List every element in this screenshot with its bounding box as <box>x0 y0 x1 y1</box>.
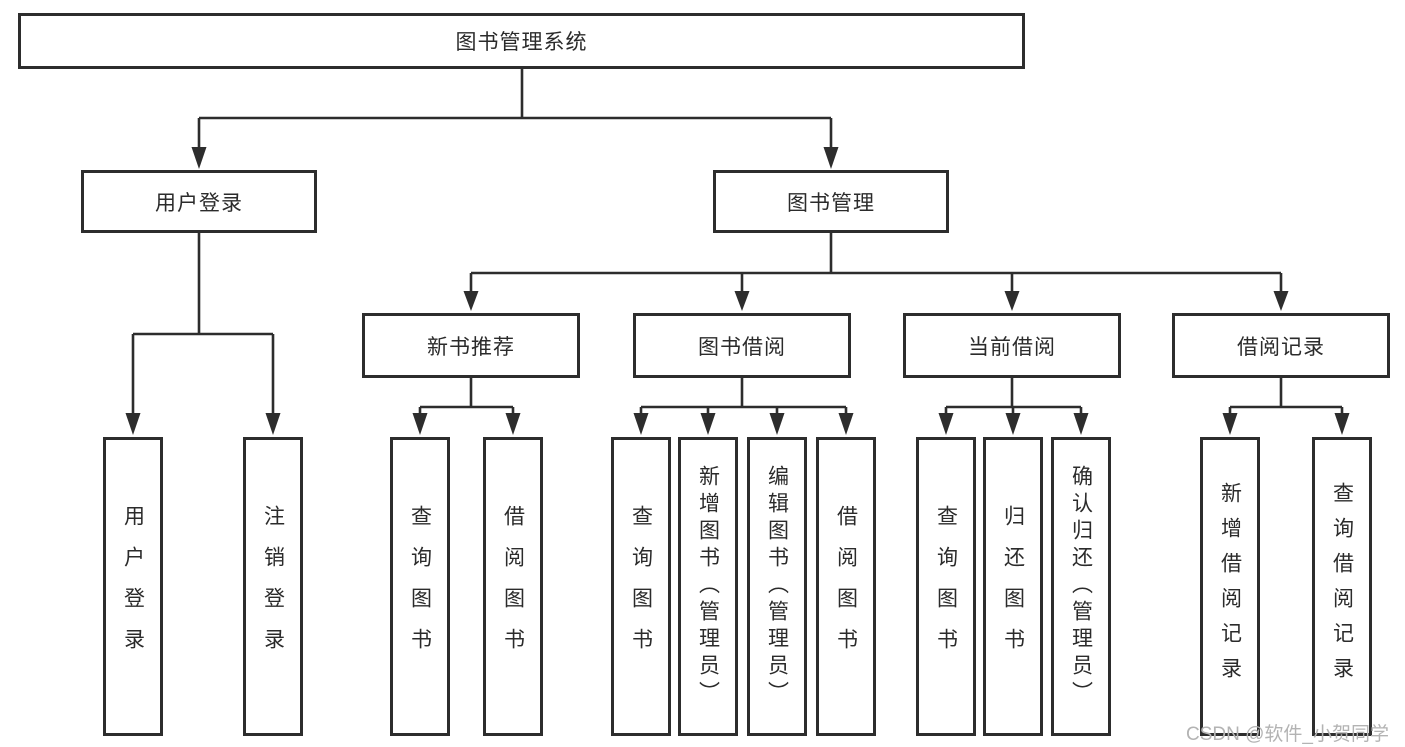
connector-paths <box>131 69 1344 415</box>
node-label: 用户登录 <box>155 191 243 215</box>
leaf-add-borrow-record: 新增借阅记录 <box>1200 437 1260 736</box>
node-library-management-system: 图书管理系统 <box>18 13 1025 69</box>
leaf-label: 注销登录 <box>261 504 285 669</box>
node-label: 图书管理系统 <box>455 31 588 54</box>
node-current-borrow: 当前借阅 <box>903 313 1121 378</box>
leaf-query-books-borrow: 查询图书 <box>611 437 671 736</box>
node-user-login: 用户登录 <box>81 170 317 233</box>
leaf-label: 借阅图书 <box>834 504 858 669</box>
leaf-edit-book-admin: 编辑图书（管理员） <box>747 437 807 736</box>
leaf-label: 查询图书 <box>934 504 958 669</box>
leaf-label: 新增借阅记录 <box>1218 481 1242 692</box>
leaf-add-book-admin: 新增图书（管理员） <box>678 437 738 736</box>
node-borrow-records: 借阅记录 <box>1172 313 1390 378</box>
node-new-book-recommend: 新书推荐 <box>362 313 580 378</box>
leaf-label: 归还图书 <box>1001 504 1025 669</box>
leaf-query-books-recommend: 查询图书 <box>390 437 450 736</box>
node-label: 图书管理 <box>787 191 875 215</box>
leaf-borrow-books: 借阅图书 <box>816 437 876 736</box>
leaf-confirm-return-admin: 确认归还（管理员） <box>1051 437 1111 736</box>
leaf-label: 查询图书 <box>629 504 653 669</box>
node-label: 借阅记录 <box>1237 335 1325 359</box>
leaf-label: 查询借阅记录 <box>1330 481 1354 692</box>
leaf-label: 新增图书（管理员） <box>696 465 720 708</box>
leaf-return-book: 归还图书 <box>983 437 1043 736</box>
node-book-borrow: 图书借阅 <box>633 313 851 378</box>
leaf-logout: 注销登录 <box>243 437 303 736</box>
node-label: 图书借阅 <box>698 335 786 359</box>
leaf-label: 编辑图书（管理员） <box>765 465 789 708</box>
leaf-query-borrow-record: 查询借阅记录 <box>1312 437 1372 736</box>
leaf-label: 借阅图书 <box>501 504 525 669</box>
leaf-user-login: 用户登录 <box>103 437 163 736</box>
leaf-query-books-current: 查询图书 <box>916 437 976 736</box>
leaf-label: 确认归还（管理员） <box>1069 465 1093 708</box>
node-book-management: 图书管理 <box>713 170 949 233</box>
leaf-label: 用户登录 <box>121 504 145 669</box>
node-label: 新书推荐 <box>427 335 515 359</box>
csdn-watermark: CSDN @软件_小贺同学 <box>1186 724 1389 745</box>
leaf-borrow-books-recommend: 借阅图书 <box>483 437 543 736</box>
arrowheads <box>125 147 1350 435</box>
leaf-label: 查询图书 <box>408 504 432 669</box>
node-label: 当前借阅 <box>968 335 1056 359</box>
